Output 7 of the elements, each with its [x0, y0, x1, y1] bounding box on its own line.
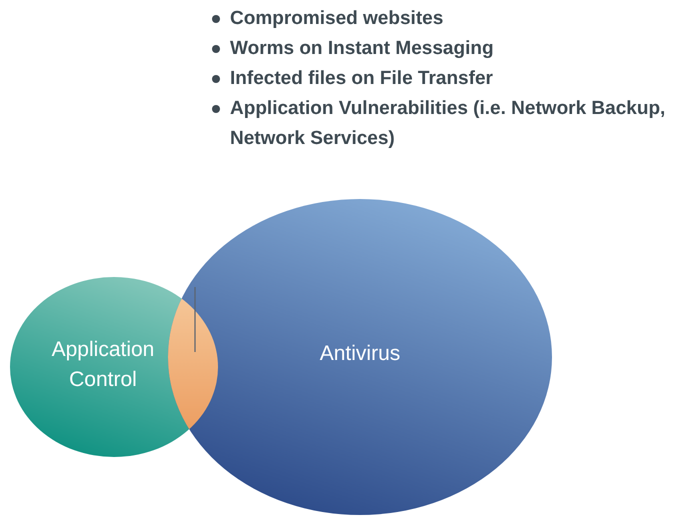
bullet-item: Worms on Instant Messaging — [210, 34, 670, 64]
circle-label: Antivirus — [318, 341, 402, 367]
bullet-item: Compromised websites — [210, 4, 670, 34]
bullet-item: Infected files on File Transfer — [210, 64, 670, 94]
circle-label: Application Control — [50, 337, 156, 393]
bullet-item: Application Vulnerabilities (i.e. Network Backup, Network Services) — [210, 94, 670, 154]
leader-line — [194, 287, 196, 352]
